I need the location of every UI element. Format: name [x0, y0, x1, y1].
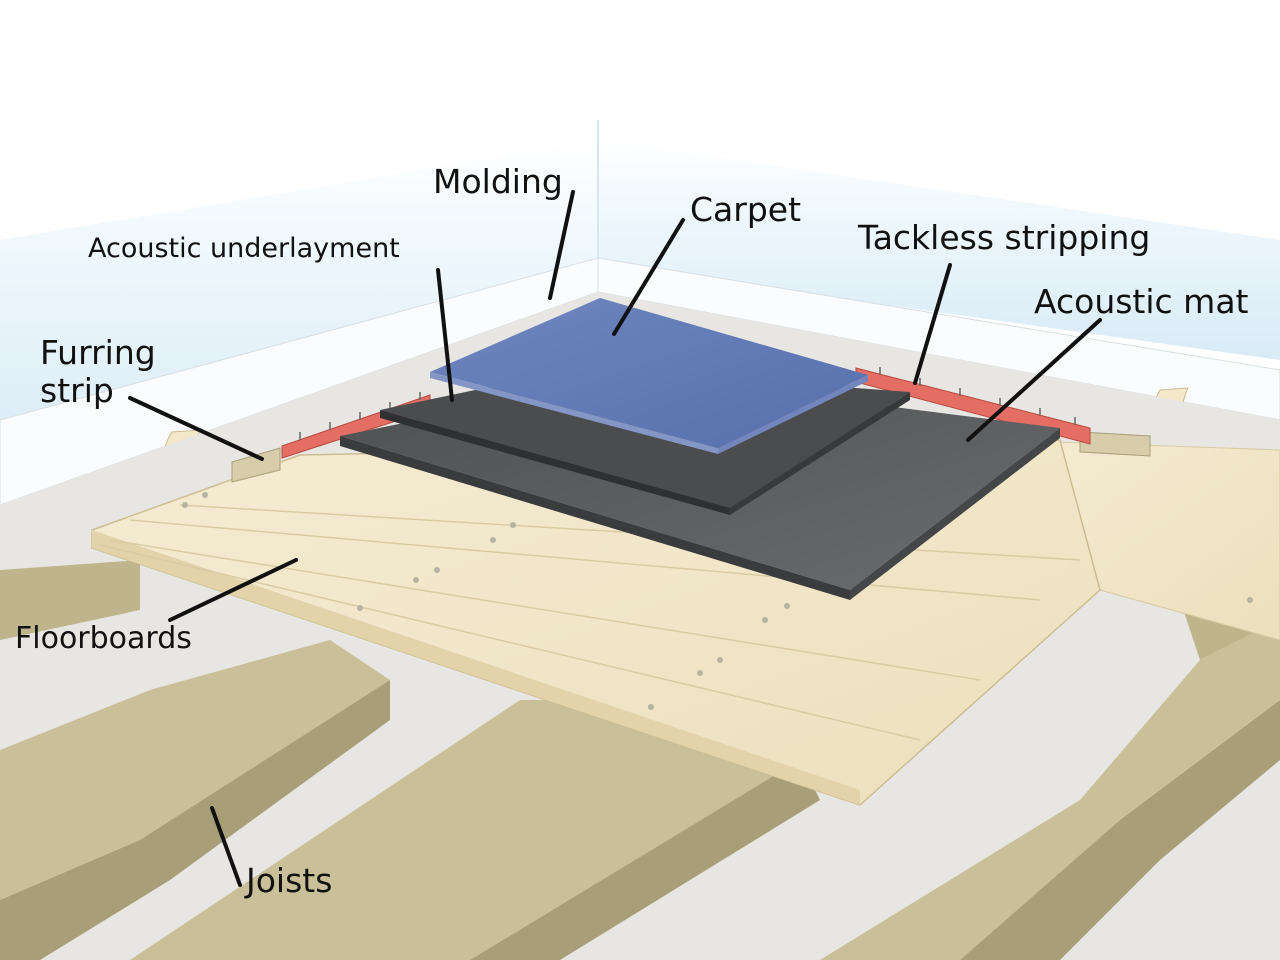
- label-molding: Molding: [433, 162, 563, 201]
- leader-acoustic-mat: [966, 318, 1102, 442]
- label-acoustic-mat: Acoustic mat: [1034, 282, 1249, 321]
- acoustic-underlayment-edge: [380, 410, 730, 515]
- label-acoustic-underlayment: Acoustic underlayment: [88, 233, 400, 264]
- acoustic-mat-edge: [340, 436, 850, 600]
- label-tackless-stripping: Tackless stripping: [858, 218, 1151, 257]
- acoustic-underlayment-edge-right: [730, 392, 910, 515]
- leader-lines: [128, 190, 1102, 887]
- carpet-edge: [430, 372, 718, 454]
- furring-strip-right: [1079, 431, 1151, 457]
- label-floorboards: Floorboards: [15, 621, 192, 656]
- leader-tackless: [913, 263, 952, 385]
- furring-strip-left: [231, 447, 281, 483]
- floorboards-edge: [92, 530, 860, 805]
- leader-underlayment: [436, 268, 454, 402]
- joists: [0, 560, 1280, 960]
- acoustic-mat-edge-right: [850, 428, 1060, 600]
- floorboard-nails: [182, 492, 1253, 710]
- molding-right: [597, 257, 1280, 421]
- wall-right: [600, 140, 1280, 360]
- leader-floorboards: [168, 558, 298, 622]
- carpet-edge-right: [718, 375, 868, 454]
- leader-joists: [210, 806, 242, 887]
- leader-furring: [128, 396, 264, 461]
- leader-carpet: [612, 218, 685, 336]
- label-carpet: Carpet: [690, 190, 802, 229]
- label-joists: Joists: [246, 861, 333, 900]
- carpet: [430, 298, 868, 448]
- leader-molding: [548, 190, 575, 300]
- label-furring-strip: Furring strip: [40, 333, 156, 410]
